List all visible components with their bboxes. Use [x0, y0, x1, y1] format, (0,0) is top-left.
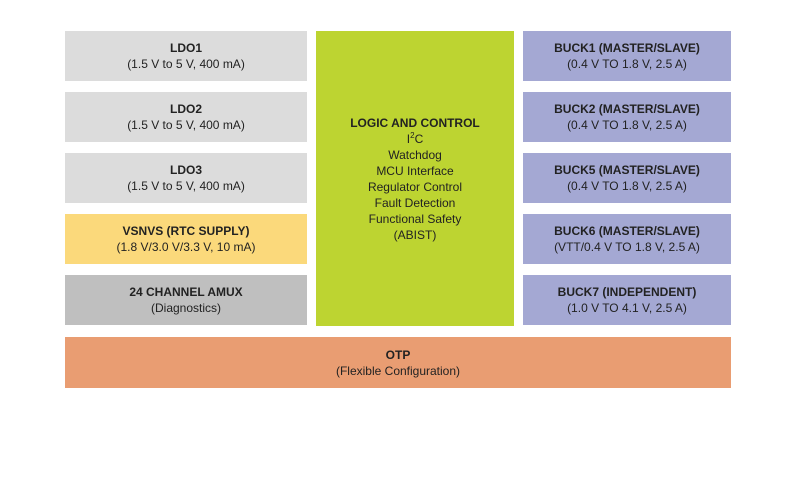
amux-spec: (Diagnostics): [150, 301, 222, 315]
logic-item-functional-safety: Functional Safety: [368, 211, 462, 226]
buck2-spec: (0.4 V TO 1.8 V, 2.5 A): [567, 118, 687, 132]
buck1-block: BUCK1 (MASTER/SLAVE) (0.4 V TO 1.8 V, 2.…: [523, 31, 731, 81]
ldo3-block: LDO3 (1.5 V to 5 V, 400 mA): [65, 153, 307, 203]
ldo3-spec: (1.5 V to 5 V, 400 mA): [127, 179, 245, 193]
buck6-block: BUCK6 (MASTER/SLAVE) (VTT/0.4 V TO 1.8 V…: [523, 214, 731, 264]
logic-and-control-block: LOGIC AND CONTROL I2C Watchdog MCU Inter…: [316, 31, 514, 326]
otp-title: OTP: [385, 347, 411, 362]
ldo1-block: LDO1 (1.5 V to 5 V, 400 mA): [65, 31, 307, 81]
buck2-title: BUCK2 (MASTER/SLAVE): [554, 102, 700, 116]
buck7-spec: (1.0 V TO 4.1 V, 2.5 A): [567, 301, 687, 315]
buck7-block: BUCK7 (INDEPENDENT) (1.0 V TO 4.1 V, 2.5…: [523, 275, 731, 325]
ldo2-title: LDO2: [169, 102, 202, 116]
vsnvs-block: VSNVS (RTC SUPPLY) (1.8 V/3.0 V/3.3 V, 1…: [65, 214, 307, 264]
amux-block: 24 CHANNEL AMUX (Diagnostics): [65, 275, 307, 325]
logic-title: LOGIC AND CONTROL: [350, 115, 480, 130]
vsnvs-title: VSNVS (RTC SUPPLY): [122, 224, 250, 238]
buck1-title: BUCK1 (MASTER/SLAVE): [554, 41, 700, 55]
logic-item-abist: (ABIST): [393, 227, 437, 242]
buck6-title: BUCK6 (MASTER/SLAVE): [554, 224, 700, 238]
i2c-superscript: 2: [410, 130, 415, 140]
otp-block: OTP (Flexible Configuration): [65, 337, 731, 388]
amux-title: 24 CHANNEL AMUX: [129, 285, 243, 299]
buck5-spec: (0.4 V TO 1.8 V, 2.5 A): [567, 179, 687, 193]
i2c-base: I: [406, 131, 411, 146]
buck1-spec: (0.4 V TO 1.8 V, 2.5 A): [567, 57, 687, 71]
logic-item-i2c: I2C: [407, 131, 423, 147]
buck2-block: BUCK2 (MASTER/SLAVE) (0.4 V TO 1.8 V, 2.…: [523, 92, 731, 142]
logic-item-fault-detection: Fault Detection: [374, 195, 456, 210]
vsnvs-spec: (1.8 V/3.0 V/3.3 V, 10 mA): [116, 240, 256, 254]
ldo3-title: LDO3: [169, 163, 202, 177]
i2c-tail: C: [414, 131, 424, 146]
logic-item-mcu-interface: MCU Interface: [376, 163, 454, 178]
logic-item-regulator-control: Regulator Control: [367, 179, 463, 194]
ldo2-spec: (1.5 V to 5 V, 400 mA): [127, 118, 245, 132]
buck5-title: BUCK5 (MASTER/SLAVE): [554, 163, 700, 177]
buck6-spec: (VTT/0.4 V TO 1.8 V, 2.5 A): [554, 240, 700, 254]
otp-spec: (Flexible Configuration): [335, 363, 461, 378]
ldo1-title: LDO1: [169, 41, 202, 55]
buck7-title: BUCK7 (INDEPENDENT): [557, 285, 697, 299]
ldo1-spec: (1.5 V to 5 V, 400 mA): [127, 57, 245, 71]
buck5-block: BUCK5 (MASTER/SLAVE) (0.4 V TO 1.8 V, 2.…: [523, 153, 731, 203]
logic-item-watchdog: Watchdog: [388, 147, 442, 162]
ldo2-block: LDO2 (1.5 V to 5 V, 400 mA): [65, 92, 307, 142]
